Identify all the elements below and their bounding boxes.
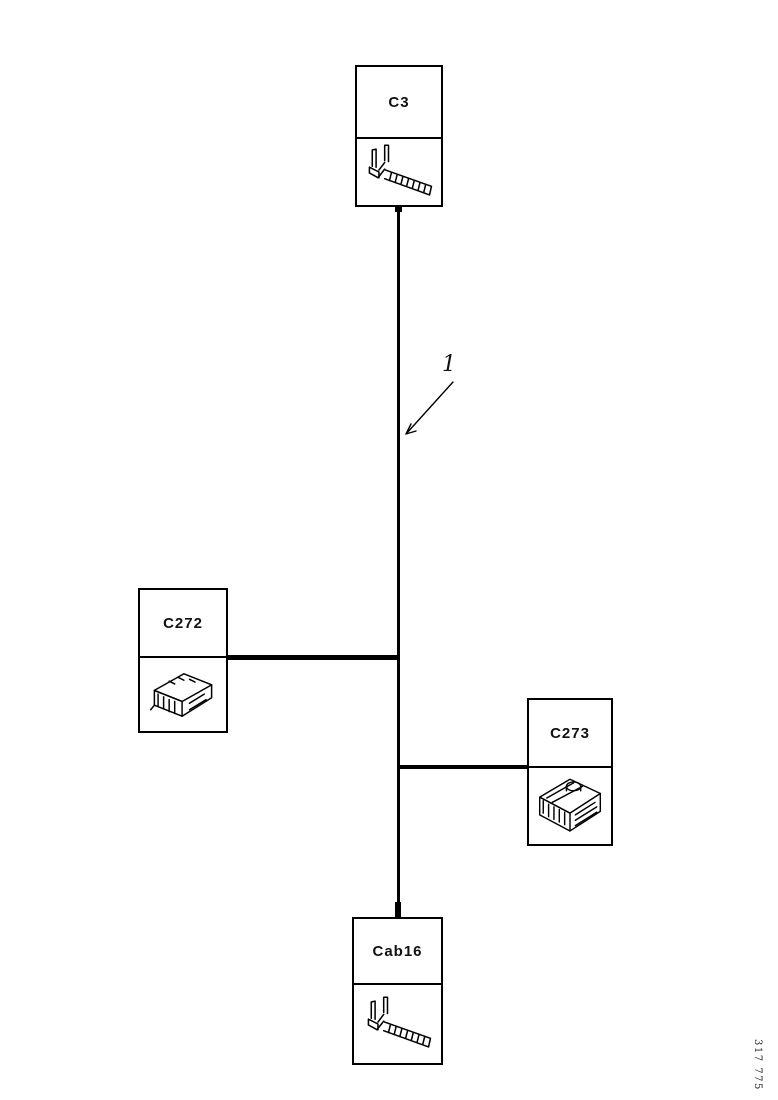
branch-line-c273 xyxy=(398,765,529,769)
connector-label: C272 xyxy=(140,590,226,658)
connector-image-cell xyxy=(529,768,611,844)
connector-box-cab16: Cab16 xyxy=(352,917,443,1065)
connector-box-c272: C272 xyxy=(138,588,228,733)
connector-box-c3: C3 xyxy=(355,65,443,207)
connector-block-icon xyxy=(149,672,213,717)
main-harness-line xyxy=(397,205,400,919)
connector-label: C273 xyxy=(529,700,611,768)
cab16-connection-stub xyxy=(395,902,401,919)
connector-image-cell xyxy=(140,658,226,731)
callout-1-label: 1 xyxy=(442,352,456,377)
connector-image-cell xyxy=(354,985,441,1063)
connector-label: Cab16 xyxy=(354,919,441,985)
crimp-terminal-icon xyxy=(367,996,431,1048)
callout-leader-arrow xyxy=(405,381,454,435)
crimp-terminal-icon xyxy=(368,144,433,196)
connector-image-cell xyxy=(357,139,441,205)
connector-housing-icon xyxy=(538,778,602,832)
figure-number: 317 775 xyxy=(752,1039,763,1091)
branch-line-c272 xyxy=(227,655,399,660)
connector-label: C3 xyxy=(357,67,441,139)
connector-box-c273: C273 xyxy=(527,698,613,846)
